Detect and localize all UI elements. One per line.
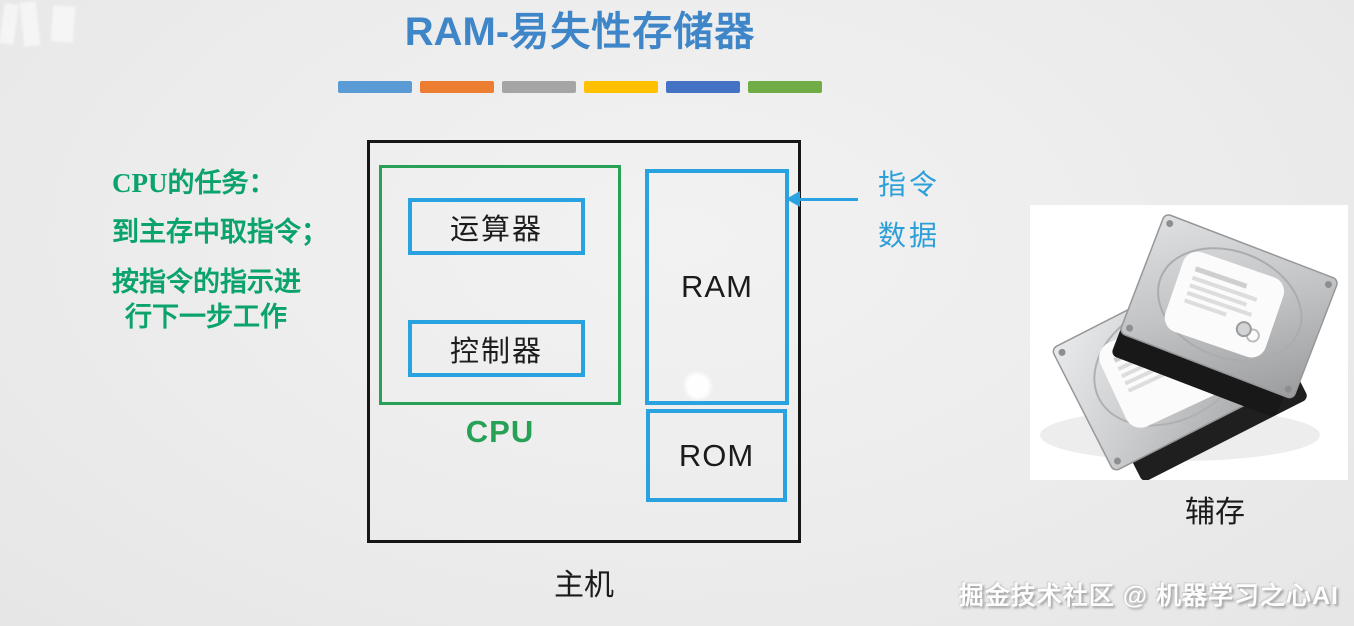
arrow-shaft — [798, 198, 858, 201]
cpu-label: CPU — [465, 414, 535, 449]
cpu-box: 运算器 控制器 — [379, 165, 621, 405]
instruction-data-arrow — [786, 191, 858, 207]
alu-box: 运算器 — [408, 198, 585, 255]
divider-bar — [584, 81, 658, 93]
divider-bar — [666, 81, 740, 93]
divider-bar — [502, 81, 576, 93]
page-title: RAM-易失性存储器 — [330, 6, 830, 58]
hdd-illustration — [1040, 214, 1338, 480]
divider-bar — [748, 81, 822, 93]
cpu-task-line: CPU的任务： — [112, 168, 276, 198]
corner-watermark — [0, 0, 100, 60]
watermark-text: 掘金技术社区 @ 机器学习之心AI — [958, 582, 1339, 610]
alu-label: 运算器 — [449, 213, 543, 246]
control-unit-label: 控制器 — [449, 335, 543, 368]
ram-box: RAM — [645, 169, 789, 405]
title-divider-bars — [338, 81, 822, 93]
host-label: 主机 — [554, 569, 614, 602]
title-acronym: RAM- — [404, 10, 510, 54]
host-box: 运算器 控制器 CPU RAM ROM — [367, 140, 801, 543]
cpu-task-line: 按指令的指示进 — [112, 267, 301, 297]
cpu-task-note: CPU的任务： 到主存中取指令； 按指令的指示进 行下一步工作 — [112, 168, 328, 332]
rom-label: ROM — [678, 437, 755, 473]
divider-bar — [420, 81, 494, 93]
highlight-blob — [685, 373, 711, 399]
arrow-label-instruction: 指令 — [878, 170, 941, 201]
rom-box: ROM — [646, 409, 787, 502]
arrow-label-data: 数据 — [878, 221, 941, 252]
ram-label: RAM — [681, 269, 753, 304]
divider-bar — [338, 81, 412, 93]
control-unit-box: 控制器 — [408, 320, 585, 377]
photo-caption: 辅存 — [1185, 496, 1245, 529]
cpu-task-line: 行下一步工作 — [125, 302, 287, 332]
hdd-photo — [1030, 205, 1348, 480]
title-chinese: 易失性存储器 — [509, 9, 756, 54]
arrow-head-icon — [786, 191, 800, 207]
cpu-task-line: 到主存中取指令； — [112, 217, 328, 247]
